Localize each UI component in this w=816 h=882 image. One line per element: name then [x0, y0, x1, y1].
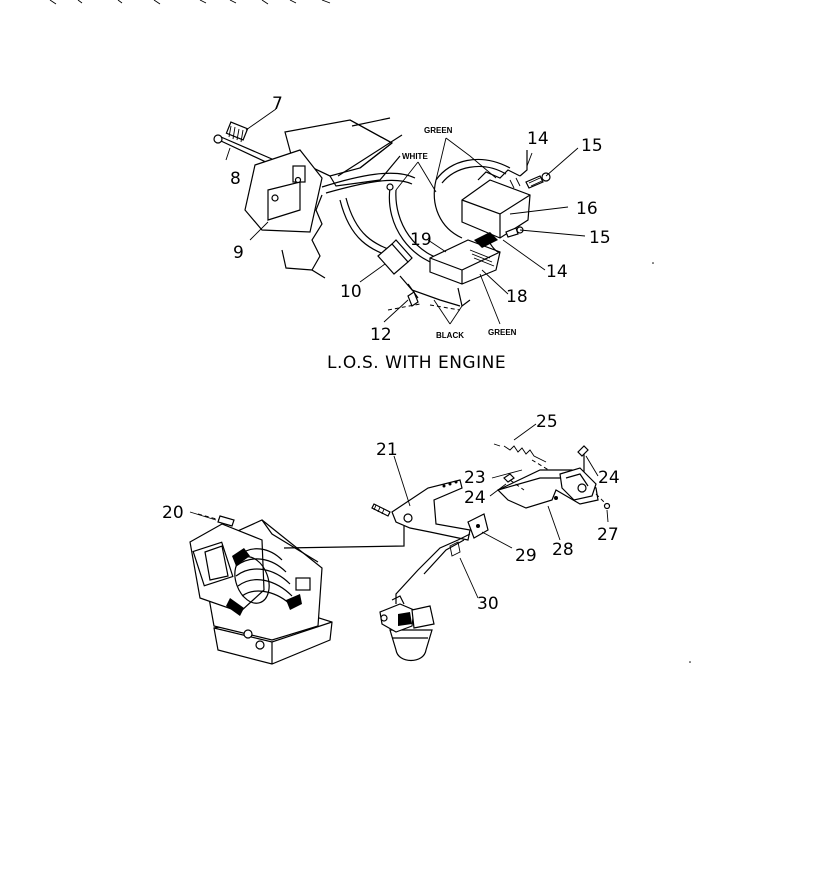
bottom-leader-lines — [189, 423, 609, 599]
callout-14-upper: 14 — [527, 129, 549, 149]
top-leader-lines — [225, 108, 586, 325]
callout-30: 30 — [477, 594, 499, 614]
callout-15-lower: 15 — [589, 228, 611, 248]
ignition-module-upper — [461, 150, 551, 239]
callout-29: 29 — [515, 546, 537, 566]
callout-25: 25 — [536, 412, 558, 432]
callout-10: 10 — [340, 282, 362, 302]
callouts-top: 7 8 9 10 12 14 15 16 15 14 18 19 — [230, 94, 611, 345]
callouts-bottom: 20 21 23 24 24 25 27 28 29 30 — [162, 412, 620, 614]
control-bracket-assembly — [493, 443, 611, 510]
wire-label-green-top: GREEN — [424, 126, 453, 135]
callout-19: 19 — [410, 230, 432, 250]
wire-labels: GREEN WHITE BLACK GREEN — [402, 126, 517, 340]
callout-23: 23 — [464, 468, 486, 488]
callout-8: 8 — [230, 169, 241, 189]
engine — [189, 513, 333, 665]
callout-28: 28 — [552, 540, 574, 560]
callout-27: 27 — [597, 525, 619, 545]
governor-linkage — [283, 479, 489, 662]
callout-15-upper: 15 — [581, 136, 603, 156]
callout-14-lower: 14 — [546, 262, 568, 282]
throttle-control-assembly — [213, 117, 416, 279]
callout-12: 12 — [370, 325, 392, 345]
callout-21: 21 — [376, 440, 398, 460]
ignition-module-lower — [377, 232, 501, 307]
callout-16: 16 — [576, 199, 598, 219]
wire-label-white: WHITE — [402, 152, 428, 161]
wire-label-black: BLACK — [436, 331, 464, 340]
wire-label-green-bottom: GREEN — [488, 328, 517, 337]
callout-24-left: 24 — [464, 488, 486, 508]
diagram-caption: L.O.S. WITH ENGINE — [327, 353, 506, 373]
callout-9: 9 — [233, 243, 244, 263]
callout-20: 20 — [162, 503, 184, 523]
callout-24-right: 24 — [598, 468, 620, 488]
callout-7: 7 — [272, 94, 283, 114]
callout-18: 18 — [506, 287, 528, 307]
scan-artifacts — [49, 0, 691, 663]
